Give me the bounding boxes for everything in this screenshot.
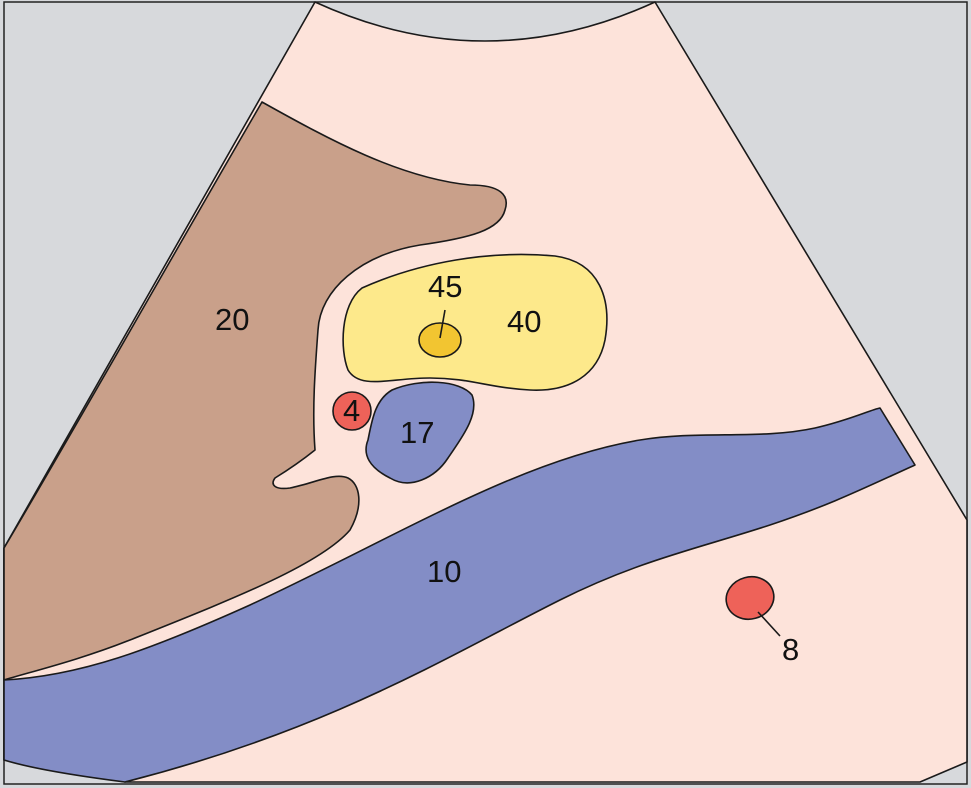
label-17: 17 bbox=[400, 415, 434, 450]
region-10 bbox=[3, 407, 916, 783]
leader-45 bbox=[439, 309, 446, 339]
label-8: 8 bbox=[782, 632, 799, 667]
region-17 bbox=[365, 381, 475, 484]
region-20 bbox=[3, 101, 507, 681]
label-45: 45 bbox=[428, 269, 462, 304]
label-20: 20 bbox=[215, 302, 249, 337]
region-40 bbox=[342, 253, 608, 391]
label-40: 40 bbox=[507, 304, 541, 339]
label-4: 4 bbox=[343, 393, 360, 428]
label-10: 10 bbox=[427, 554, 461, 589]
leader-8 bbox=[757, 611, 781, 637]
region-8 bbox=[725, 575, 775, 621]
region-45 bbox=[418, 322, 462, 358]
frame-border bbox=[3, 1, 968, 785]
region-4 bbox=[332, 391, 372, 431]
